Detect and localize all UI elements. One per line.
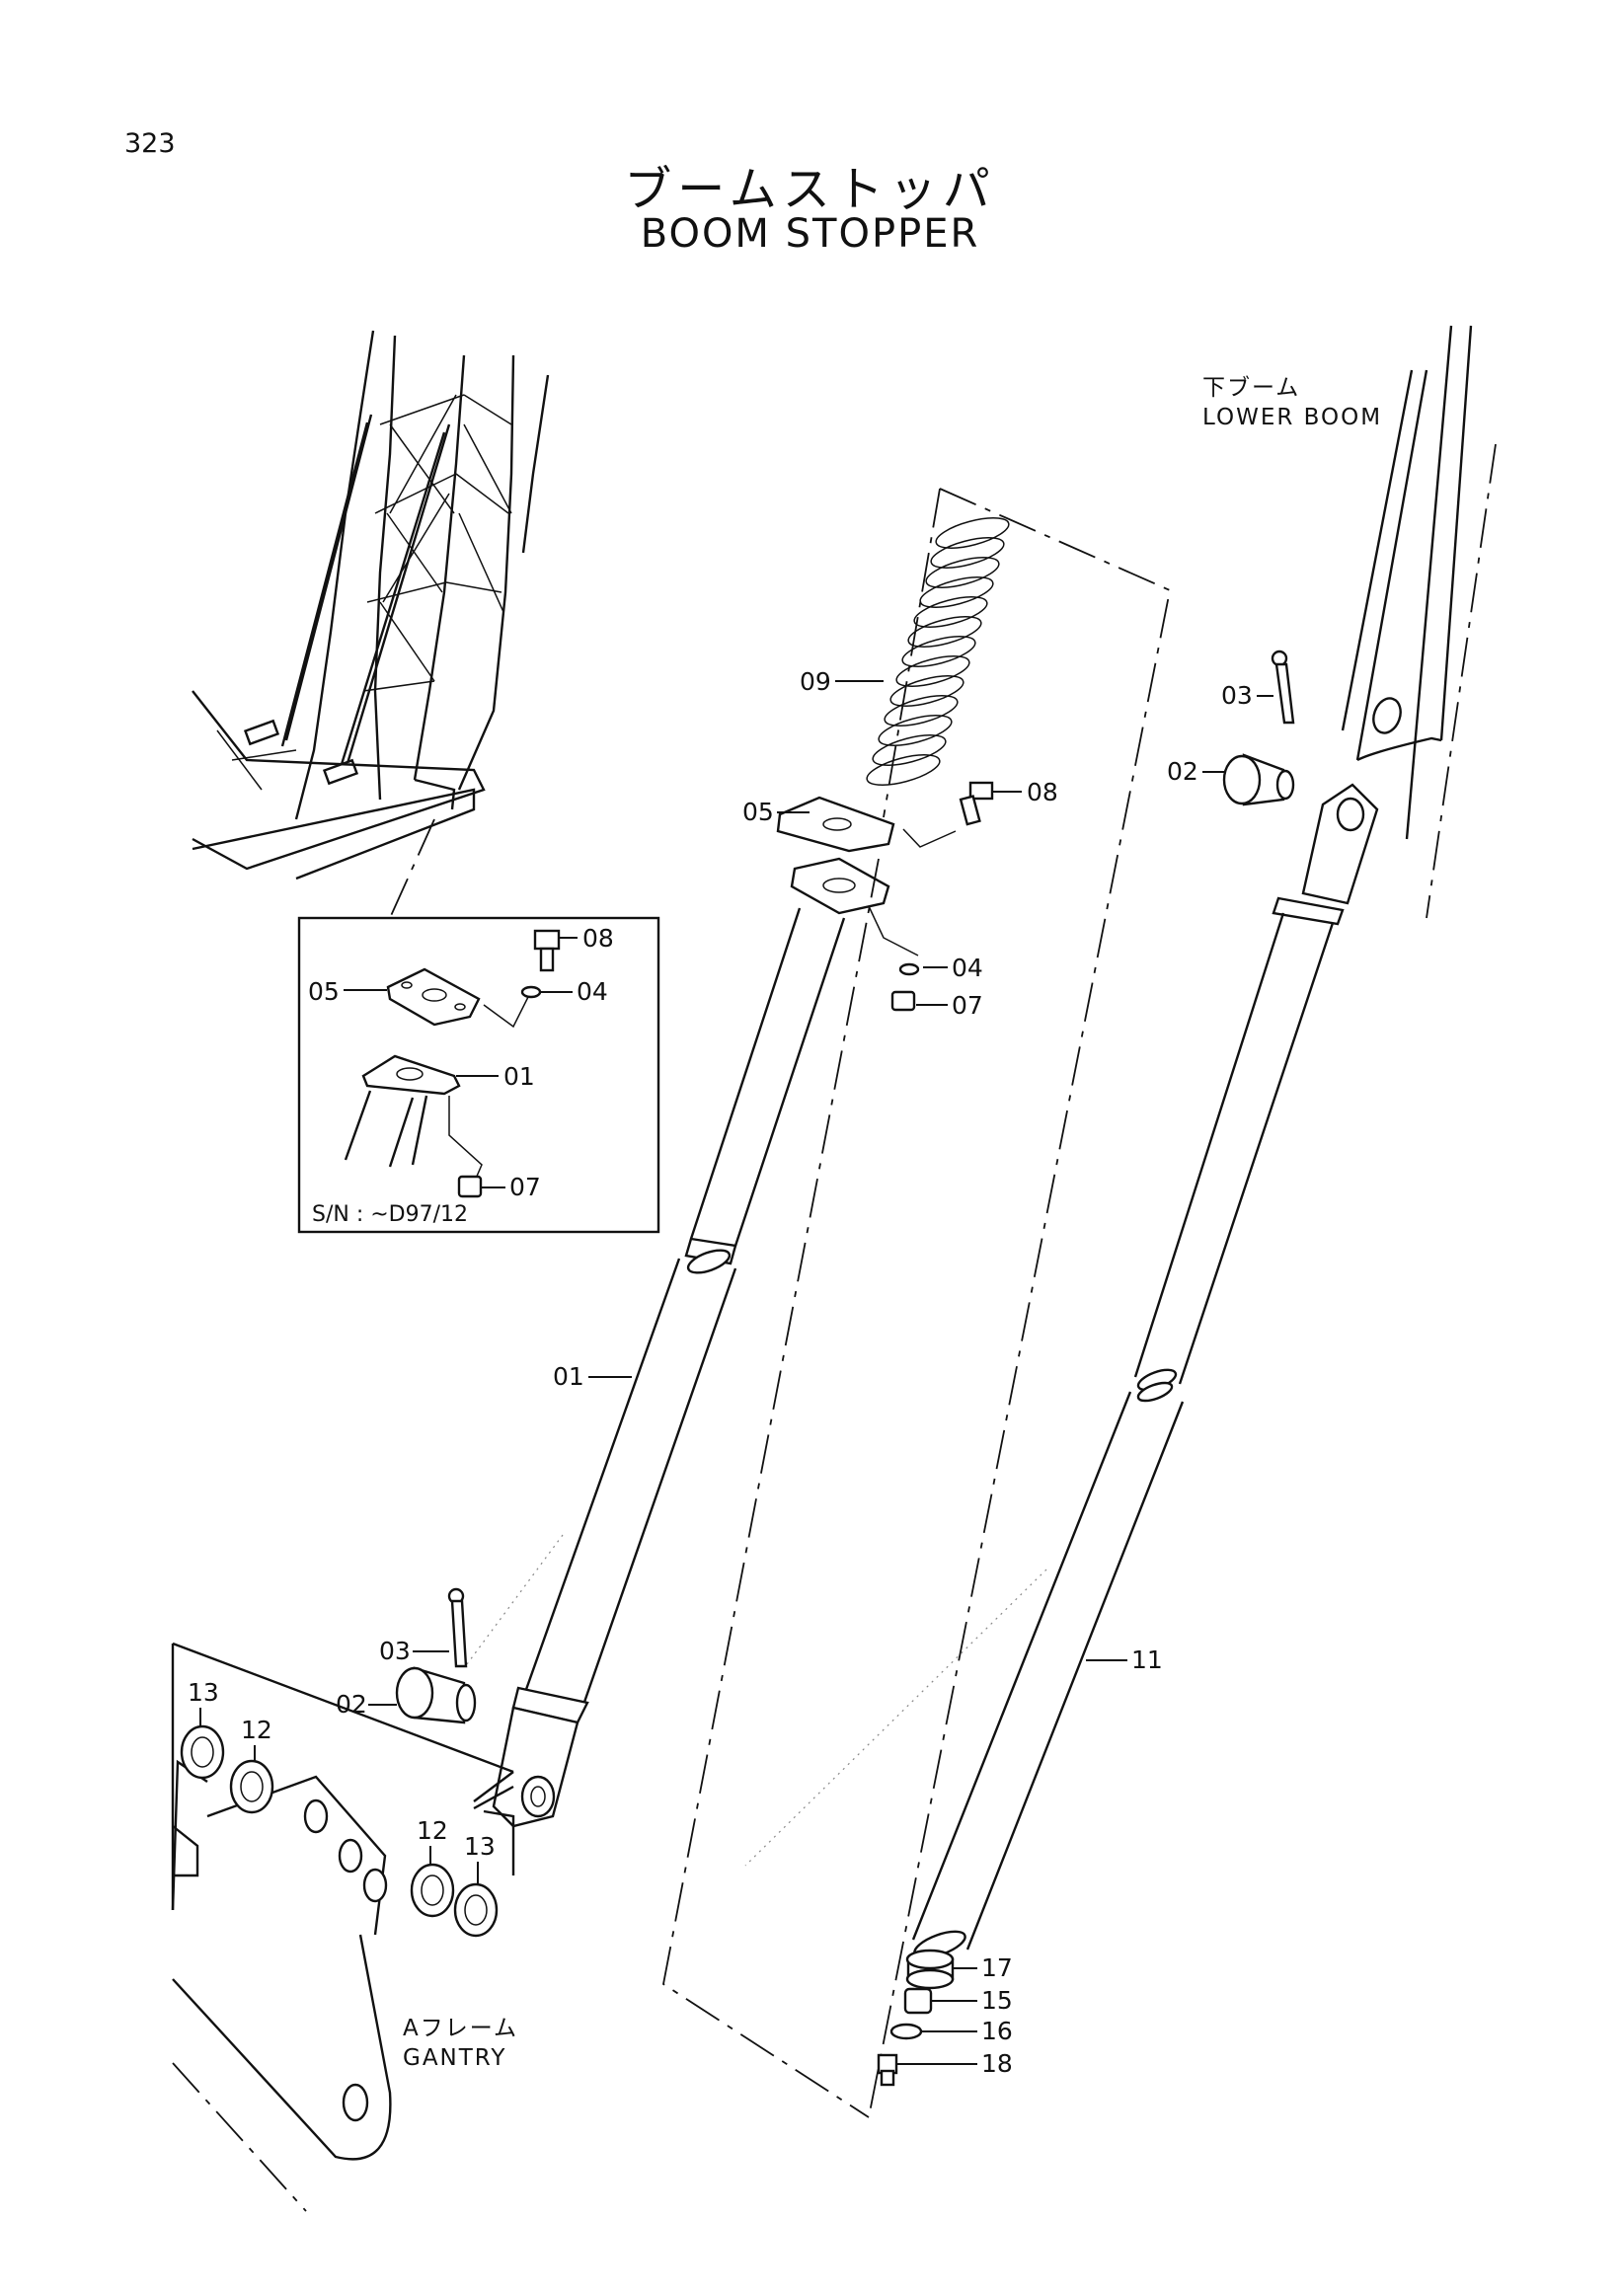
callout-03-left: 03 (379, 1637, 411, 1665)
lower-boom-label: 下ブーム LOWER BOOM (1202, 373, 1382, 432)
gantry-label-en: GANTRY (403, 2045, 507, 2071)
callout-07-inset: 07 (509, 1173, 541, 1201)
lower-boom-label-jp: 下ブーム (1202, 375, 1301, 401)
page-number: 323 (124, 128, 176, 159)
gantry-label: Aフレーム GANTRY (403, 2014, 518, 2073)
page-title-jp: ブームストッパ (624, 162, 996, 217)
assembly-envelope-outline (463, 488, 1172, 2118)
inset-serial-caption: S/N : ~D97/12 (312, 1202, 469, 1227)
lattice-boom-illustration (192, 330, 550, 919)
callout-04-inset: 04 (577, 977, 608, 1006)
callout-08-inset: 08 (582, 924, 614, 953)
callout-12-left: 12 (241, 1716, 272, 1744)
inset-detail-box (297, 916, 660, 1234)
callout-07-main: 07 (952, 991, 983, 1020)
callout-05-main: 05 (742, 798, 774, 826)
callout-17: 17 (981, 1953, 1013, 1982)
callout-11: 11 (1131, 1645, 1163, 1674)
callout-13-left: 13 (188, 1678, 219, 1707)
page-title-en: BOOM STOPPER (640, 211, 980, 257)
right-rod-assembly (877, 650, 1379, 2087)
callout-09: 09 (800, 667, 831, 696)
callout-16: 16 (981, 2017, 1013, 2045)
callout-04-main: 04 (952, 954, 983, 982)
callout-13-right: 13 (464, 1832, 496, 1861)
callout-02-right: 02 (1167, 757, 1198, 786)
callout-08-main: 08 (1027, 778, 1058, 806)
leader-lines (199, 680, 1273, 2065)
callout-02-left: 02 (336, 1690, 367, 1719)
callout-05-inset: 05 (308, 977, 340, 1006)
boom-stopper-rod-assembly (492, 517, 1010, 1828)
callout-18: 18 (981, 2049, 1013, 2078)
lower-boom-label-en: LOWER BOOM (1202, 405, 1383, 430)
gantry-illustration (171, 1587, 515, 2212)
callout-01-main: 01 (553, 1362, 584, 1391)
lower-boom-illustration (1341, 325, 1497, 919)
callout-15: 15 (981, 1986, 1013, 2015)
callout-01-inset: 01 (503, 1062, 535, 1091)
callout-03-right: 03 (1221, 681, 1253, 710)
gantry-label-jp: Aフレーム (403, 2016, 519, 2041)
callout-12-right: 12 (417, 1816, 448, 1845)
